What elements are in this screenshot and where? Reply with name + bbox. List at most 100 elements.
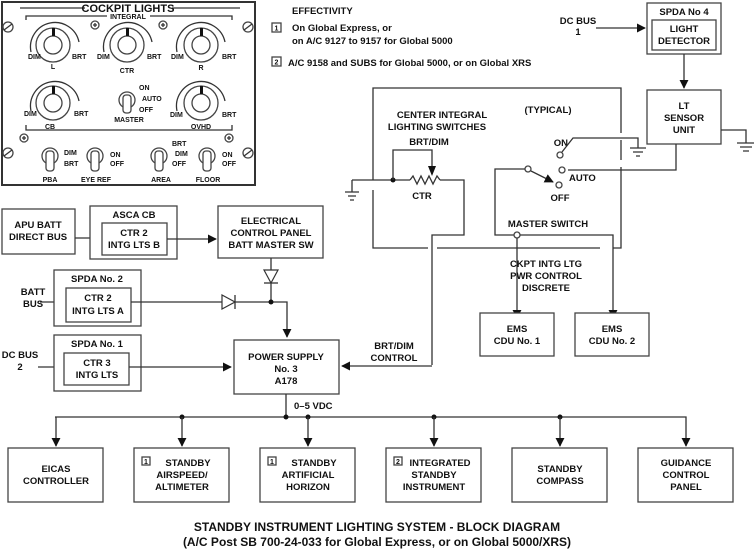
- svg-text:2: 2: [275, 60, 279, 67]
- toggle-floor[interactable]: ON OFF FLOOR: [196, 147, 237, 184]
- svg-text:BRT/DIM: BRT/DIM: [374, 341, 414, 352]
- power-supply-block: POWER SUPPLY No. 3 A178: [233, 339, 340, 395]
- phillips-screw-icon: [224, 133, 234, 143]
- knob-r[interactable]: DIM BRT R: [171, 21, 237, 72]
- ground-icon: [630, 147, 646, 157]
- svg-text:CDU No. 1: CDU No. 1: [494, 336, 541, 347]
- svg-text:2: 2: [17, 362, 22, 373]
- ems-cdu-2-block: EMS CDU No. 2: [574, 312, 650, 357]
- svg-text:OVHD: OVHD: [191, 124, 211, 131]
- svg-text:LT: LT: [679, 101, 690, 112]
- svg-text:No. 3: No. 3: [274, 364, 297, 375]
- caption-subtitle: (A/C Post SB 700-24-033 for Global Expre…: [183, 535, 571, 549]
- svg-text:SPDA No. 1: SPDA No. 1: [71, 339, 124, 350]
- screw-icon: [2, 147, 14, 159]
- toggle-eye-ref[interactable]: ON OFF EYE REF: [81, 147, 125, 184]
- svg-text:ON: ON: [222, 152, 233, 159]
- svg-text:BRT: BRT: [72, 54, 87, 61]
- phillips-screw-icon: [19, 133, 29, 143]
- svg-text:CKPT INTG LTG: CKPT INTG LTG: [510, 259, 582, 270]
- screw-icon: [242, 147, 254, 159]
- output-label: INTEGRATED: [409, 458, 470, 469]
- effectivity-heading: EFFECTIVITY: [292, 6, 353, 17]
- knob-cb[interactable]: DIM BRT CB: [24, 80, 89, 131]
- svg-text:ON: ON: [110, 152, 121, 159]
- svg-text:BRT: BRT: [147, 54, 162, 61]
- screw-icon: [2, 21, 14, 33]
- svg-text:BUS: BUS: [23, 299, 43, 310]
- svg-text:AREA: AREA: [151, 177, 171, 184]
- svg-text:DIM: DIM: [97, 54, 110, 61]
- toggle-pba[interactable]: DIM BRT PBA: [41, 147, 79, 184]
- svg-text:LIGHT: LIGHT: [670, 24, 699, 35]
- svg-text:OFF: OFF: [110, 161, 125, 168]
- svg-text:DIM: DIM: [28, 54, 41, 61]
- svg-text:DIRECT BUS: DIRECT BUS: [9, 232, 67, 243]
- svg-text:BRT: BRT: [222, 54, 237, 61]
- ems-cdu-1-block: EMS CDU No. 1: [479, 312, 555, 357]
- output-label: INSTRUMENT: [403, 482, 465, 493]
- svg-text:CTR: CTR: [120, 68, 134, 75]
- svg-text:1: 1: [270, 459, 274, 466]
- phillips-screw-icon: [90, 20, 100, 30]
- master-toggle[interactable]: ON AUTO OFF MASTER: [114, 85, 162, 124]
- panel-subtitle: INTEGRAL: [110, 14, 147, 21]
- svg-text:R: R: [198, 65, 203, 72]
- svg-text:SENSOR: SENSOR: [664, 113, 704, 124]
- svg-text:A/C 9158 and SUBS for Global 5: A/C 9158 and SUBS for Global 5000, or on…: [288, 58, 531, 69]
- svg-text:BRT: BRT: [172, 141, 187, 148]
- svg-text:DIM: DIM: [171, 54, 184, 61]
- svg-text:0–5 VDC: 0–5 VDC: [294, 401, 333, 412]
- svg-text:A178: A178: [275, 376, 298, 387]
- output-label: STANDBY: [291, 458, 337, 469]
- output-label: GUIDANCE: [661, 458, 712, 469]
- knob-ovhd[interactable]: DIM BRT OVHD: [170, 80, 237, 131]
- svg-text:DC BUS: DC BUS: [560, 16, 596, 27]
- svg-text:MASTER SWITCH: MASTER SWITCH: [508, 219, 588, 230]
- svg-text:DC BUS: DC BUS: [2, 350, 38, 361]
- knob-ctr[interactable]: DIM BRT CTR: [97, 21, 162, 75]
- output-label: CONTROL: [663, 470, 710, 481]
- caption-title: STANDBY INSTRUMENT LIGHTING SYSTEM - BLO…: [194, 520, 560, 534]
- output-label: COMPASS: [536, 476, 583, 487]
- screw-icon: [242, 21, 254, 33]
- spda2-block: SPDA No. 2 CTR 2 INTG LTS A: [53, 269, 142, 327]
- potentiometer-ctr: CTR: [409, 174, 441, 202]
- svg-text:BRT: BRT: [74, 111, 89, 118]
- svg-text:LIGHTING SWITCHES: LIGHTING SWITCHES: [388, 122, 486, 133]
- svg-text:POWER SUPPLY: POWER SUPPLY: [248, 352, 324, 363]
- cockpit-lights-panel: COCKPIT LIGHTS INTEGRAL DIM BRT L DIM BR…: [1, 1, 256, 186]
- svg-text:INTG LTS B: INTG LTS B: [108, 240, 160, 251]
- effectivity-marker-icon: [267, 456, 277, 466]
- svg-text:On Global Express, or: On Global Express, or: [292, 23, 392, 34]
- svg-text:CTR 2: CTR 2: [84, 293, 111, 304]
- asca-cb-block: ASCA CB CTR 2 INTG LTS B: [89, 205, 178, 260]
- output-label: ARTIFICIAL: [282, 470, 335, 481]
- svg-text:CTR 3: CTR 3: [83, 358, 110, 369]
- svg-text:BRT: BRT: [222, 112, 237, 119]
- marker-1-icon: [271, 22, 282, 33]
- svg-text:DIM: DIM: [64, 150, 77, 157]
- svg-text:L: L: [51, 64, 56, 71]
- apu-batt-block: APU BATT DIRECT BUS: [1, 208, 76, 255]
- svg-text:ON: ON: [554, 138, 568, 149]
- svg-text:EMS: EMS: [507, 324, 528, 335]
- svg-text:SPDA No. 2: SPDA No. 2: [71, 274, 123, 285]
- svg-text:CONTROL PANEL: CONTROL PANEL: [231, 228, 312, 239]
- effectivity-legend: EFFECTIVITY 1 On Global Express, or on A…: [271, 6, 531, 69]
- phillips-screw-icon: [158, 20, 168, 30]
- svg-text:BRT: BRT: [64, 161, 79, 168]
- svg-text:1: 1: [144, 459, 148, 466]
- effectivity-marker-icon: [141, 456, 151, 466]
- svg-text:CONTROL: CONTROL: [371, 353, 418, 364]
- svg-text:INTG LTS: INTG LTS: [76, 370, 119, 381]
- output-label: CONTROLLER: [23, 476, 89, 487]
- output-label: STANDBY: [165, 458, 211, 469]
- knob-l[interactable]: DIM BRT L: [28, 21, 87, 71]
- toggle-area[interactable]: BRT DIM OFF AREA: [150, 141, 188, 184]
